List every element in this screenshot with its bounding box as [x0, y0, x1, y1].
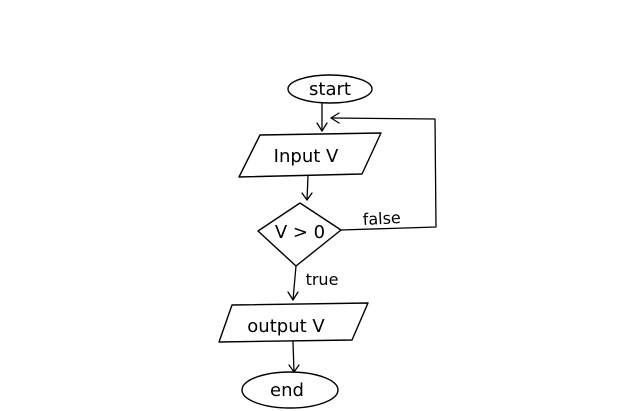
edge-output-to-end-line: [292, 341, 295, 373]
edge-decision-false-line: [330, 117, 437, 231]
output-node: output V: [218, 302, 369, 343]
edge-decision-true: true: [287, 265, 339, 301]
input-label: Input V: [274, 146, 339, 167]
input-node: Input V: [238, 132, 382, 178]
edge-output-to-end: [288, 341, 300, 373]
edge-input-to-decision-arrowhead: [301, 192, 313, 201]
input-parallelogram: [238, 132, 382, 178]
start-ellipse: [287, 74, 373, 104]
edge-decision-true-line: [292, 265, 297, 301]
edge-decision-false-arrowhead: [330, 112, 340, 124]
start-label: start: [309, 79, 351, 100]
edge-start-to-input-arrowhead: [316, 122, 328, 132]
start-node: start: [287, 74, 373, 104]
edge-decision-false-label: false: [362, 208, 401, 229]
output-parallelogram: [218, 302, 369, 343]
end-ellipse: [241, 371, 339, 409]
edge-decision-true-arrowhead: [287, 291, 299, 301]
edge-input-to-decision: [301, 175, 313, 201]
edge-start-to-input: [316, 103, 328, 132]
decision-label: V > 0: [275, 222, 325, 243]
output-label: output V: [247, 316, 325, 337]
end-node: end: [241, 371, 339, 409]
edge-decision-false: false: [330, 112, 437, 231]
edge-decision-true-label: true: [306, 270, 339, 289]
end-label: end: [270, 380, 304, 401]
decision-node: V > 0: [257, 202, 342, 267]
edge-input-to-decision-line: [306, 175, 309, 201]
